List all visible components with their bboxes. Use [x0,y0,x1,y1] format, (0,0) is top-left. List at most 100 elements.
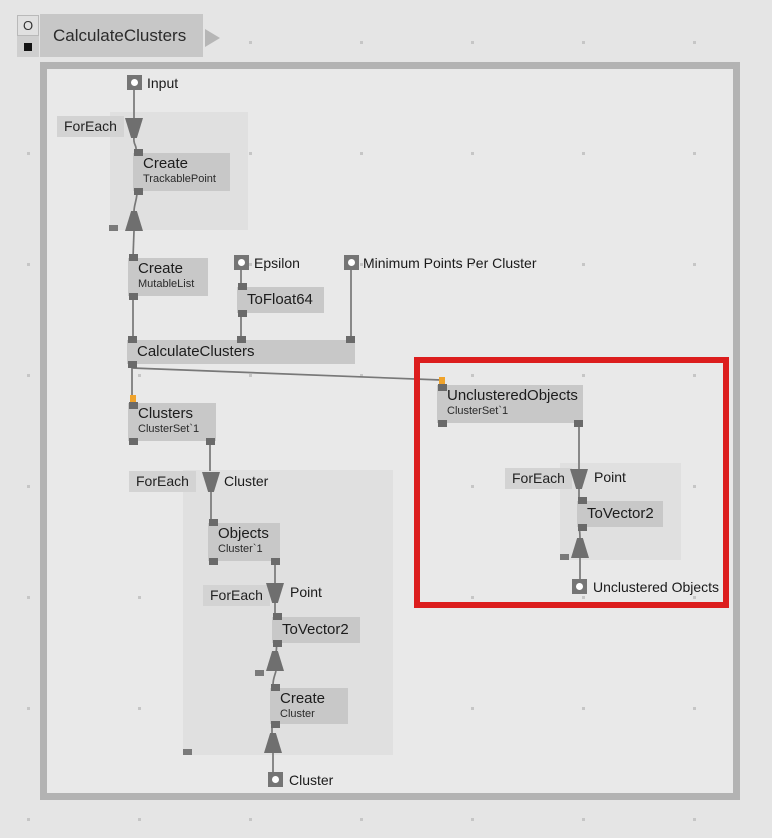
group-handle[interactable] [109,225,118,231]
node-title: Create [143,155,189,172]
connector[interactable] [209,519,218,526]
pin-hole-icon [576,583,583,590]
connector[interactable] [238,310,247,317]
min-points-label: Minimum Points Per Cluster [363,255,537,271]
node-tofloat64[interactable]: ToFloat64 [237,287,324,313]
connector[interactable] [273,640,282,647]
grid-dot [360,818,363,821]
node-title: ToVector2 [587,505,654,522]
connector-orange[interactable] [130,395,136,403]
grid-dot [693,485,696,488]
grid-dot [582,596,585,599]
connector[interactable] [346,336,355,343]
cluster-output-label: Cluster [289,772,334,788]
node-title: UnclusteredObjects [447,387,578,404]
breadcrumb[interactable]: CalculateClusters [40,14,203,57]
connector[interactable] [134,188,143,195]
grid-dot [27,818,30,821]
point-arg-label: Point [290,584,322,600]
grid-dot [27,485,30,488]
node-subtitle: ClusterSet`1 [447,405,509,417]
connector[interactable] [238,283,247,290]
node-subtitle: Cluster [280,708,315,720]
unclustered-output-label: Unclustered Objects [593,579,720,595]
node-unclusteredobjects[interactable]: UnclusteredObjects ClusterSet`1 [437,385,583,423]
stop-button[interactable] [17,36,39,57]
grid-dot [582,707,585,710]
grid-dot [582,818,585,821]
grid-dot [249,41,252,44]
grid-dot [471,41,474,44]
grid-dot [360,41,363,44]
node-tovector2-inner[interactable]: ToVector2 [272,617,360,643]
node-tovector2-unclustered[interactable]: ToVector2 [577,501,663,527]
node-create-trackablepoint[interactable]: Create TrackablePoint [133,153,230,191]
connector[interactable] [271,684,280,691]
grid-dot [360,263,363,266]
connector[interactable] [129,402,138,409]
connector[interactable] [574,420,583,427]
foreach-chip-point-inner[interactable]: ForEach [203,585,270,606]
node-create-cluster[interactable]: Create Cluster [270,688,348,724]
connector[interactable] [271,721,280,728]
foreach-chip-cluster[interactable]: ForEach [129,471,196,492]
min-points-property-icon[interactable] [344,255,359,270]
cluster-output-icon[interactable] [268,772,283,787]
input-source-icon[interactable] [127,75,142,90]
connector[interactable] [438,384,447,391]
connector[interactable] [128,336,137,343]
unclustered-output-icon[interactable] [572,579,587,594]
grid-dot [471,374,474,377]
node-title: Create [280,690,326,707]
connector[interactable] [271,558,280,565]
node-objects[interactable]: Objects Cluster`1 [208,523,280,561]
connector[interactable] [578,497,587,504]
pin-hole-icon [348,259,355,266]
node-clusters[interactable]: Clusters ClusterSet`1 [128,403,216,441]
grid-dot [582,41,585,44]
node-title: Objects [218,525,269,542]
node-calculateclusters[interactable]: CalculateClusters [127,340,355,364]
connector[interactable] [134,149,143,156]
epsilon-label: Epsilon [254,255,300,271]
epsilon-property-icon[interactable] [234,255,249,270]
group-handle[interactable] [560,554,569,560]
foreach-chip-point-unclustered[interactable]: ForEach [505,468,572,489]
grid-dot [27,707,30,710]
grid-dot [582,152,585,155]
connector[interactable] [273,613,282,620]
group-handle[interactable] [183,749,192,755]
node-title: Create [138,260,184,277]
grid-dot [471,818,474,821]
connector[interactable] [129,438,138,445]
grid-dot [693,263,696,266]
grid-dot [249,263,252,266]
pin-hole-icon [131,79,138,86]
connector[interactable] [578,524,587,531]
grid-dot [693,374,696,377]
observable-toggle-button[interactable]: O [17,15,39,36]
connector[interactable] [237,336,246,343]
grid-dot [693,707,696,710]
node-title: ToFloat64 [247,291,313,308]
connector[interactable] [129,293,138,300]
node-subtitle: TrackablePoint [143,173,216,185]
node-subtitle: Cluster`1 [218,543,263,555]
connector[interactable] [128,361,137,368]
node-create-mutablelist[interactable]: Create MutableList [128,258,208,296]
node-title: ToVector2 [282,621,349,638]
connector[interactable] [129,254,138,261]
connector[interactable] [206,438,215,445]
input-label: Input [147,75,179,91]
foreach-chip-trackablepoint[interactable]: ForEach [57,116,124,137]
connector[interactable] [438,420,447,427]
connector-orange[interactable] [439,377,445,385]
pin-hole-icon [238,259,245,266]
connector[interactable] [209,558,218,565]
grid-dot [138,818,141,821]
breadcrumb-arrow-icon [205,29,220,47]
node-subtitle: ClusterSet`1 [138,423,200,435]
group-handle[interactable] [255,670,264,676]
grid-dot [360,152,363,155]
node-title: CalculateClusters [137,343,255,360]
